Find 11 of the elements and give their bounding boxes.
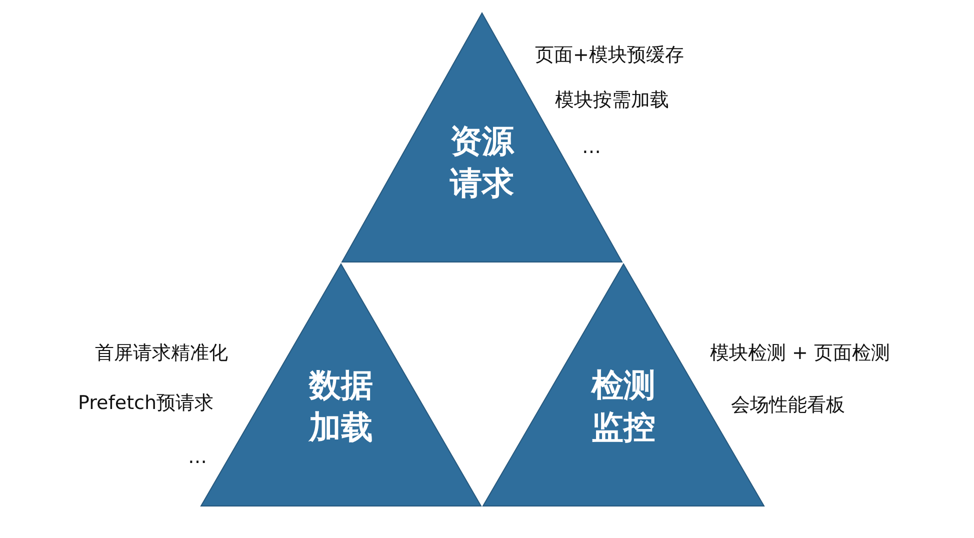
section-title: 数据加载	[308, 365, 374, 448]
section-title: 检测监控	[590, 365, 656, 448]
section-title: 资源请求	[448, 121, 516, 204]
feature-note: 首屏请求精准化	[95, 341, 228, 365]
feature-note: …	[582, 135, 601, 159]
feature-note: Prefetch预请求	[78, 391, 214, 415]
feature-note: …	[188, 445, 207, 469]
feature-note: 模块检测 + 页面检测	[710, 341, 890, 365]
feature-note: 页面+模块预缓存	[535, 43, 684, 67]
feature-note: 会场性能看板	[731, 393, 845, 417]
feature-note: 模块按需加载	[555, 88, 669, 112]
